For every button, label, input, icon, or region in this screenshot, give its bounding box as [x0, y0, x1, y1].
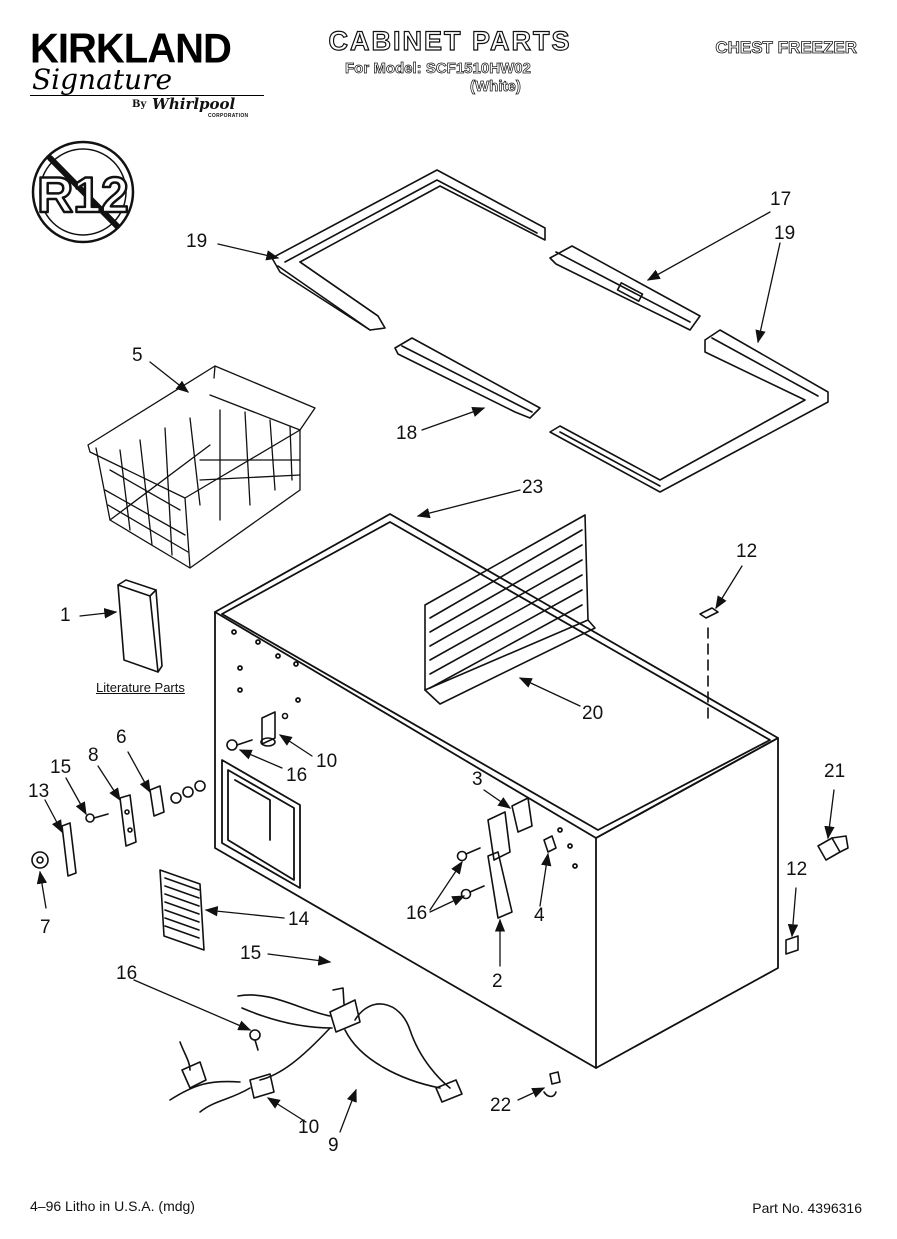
lid-divider-18 — [394, 337, 541, 419]
lid-gasket-frame-lower — [549, 329, 829, 493]
switch-parts — [31, 780, 206, 877]
lid-gasket-frame-upper — [271, 169, 546, 331]
callout-17: 17 — [770, 189, 792, 210]
leveling-leg-22 — [543, 1071, 561, 1098]
callout-22: 22 — [490, 1095, 512, 1116]
callout-12-top: 12 — [736, 541, 758, 562]
literature-booklet — [117, 579, 163, 673]
callout-23: 23 — [522, 477, 544, 498]
brand-logo: KIRKLAND Signature By Whirlpool CORPORAT… — [30, 28, 270, 123]
callout-14: 14 — [288, 909, 310, 930]
brand-by: By — [132, 99, 147, 110]
callout-13: 13 — [28, 781, 50, 802]
callout-16-top: 16 — [286, 765, 308, 786]
callout-16-hinge: 16 — [406, 903, 428, 924]
brand-rule — [30, 95, 264, 96]
callout-8: 8 — [88, 745, 99, 766]
callout-10-top: 10 — [316, 751, 338, 772]
thermostat-top — [226, 711, 289, 751]
callout-18: 18 — [396, 423, 418, 444]
label-12-top — [699, 607, 719, 619]
callout-2: 2 — [492, 971, 503, 992]
callout-9: 9 — [328, 1135, 339, 1156]
hinge-assembly — [456, 797, 557, 919]
callout-6: 6 — [116, 727, 127, 748]
leader-lines — [36, 211, 835, 1133]
no-r12-badge: R12 — [31, 140, 135, 244]
callout-21: 21 — [824, 761, 846, 782]
brand-name: KIRKLAND — [30, 25, 232, 73]
callout-12-side: 12 — [786, 859, 808, 880]
brand-maker: Whirlpool — [152, 95, 236, 113]
part-number: Part No. 4396316 — [752, 1200, 862, 1216]
callout-15-left: 15 — [50, 757, 72, 778]
product-type: CHEST FREEZER — [715, 38, 857, 58]
callout-7: 7 — [40, 917, 51, 938]
power-cord-plug-21 — [817, 835, 849, 861]
brand-signature: Signature — [32, 63, 173, 96]
literature-parts-label: Literature Parts — [96, 680, 185, 695]
callout-19-lower: 19 — [774, 223, 796, 244]
lid-divider-17 — [549, 245, 701, 331]
model-line: For Model: SCF1510HW02 — [345, 60, 532, 78]
color-line: (White) — [470, 78, 522, 96]
brand-corporation: CORPORATION — [208, 113, 249, 119]
vent-grille — [159, 869, 205, 951]
cabinet-divider-20 — [424, 514, 596, 705]
wiring-harness — [169, 987, 463, 1113]
callout-3: 3 — [472, 769, 483, 790]
callout-20: 20 — [582, 703, 604, 724]
callout-1: 1 — [60, 605, 71, 626]
callout-10-bottom: 10 — [298, 1117, 320, 1138]
label-12-side — [785, 935, 799, 955]
callout-5: 5 — [132, 345, 143, 366]
freezer-cabinet — [214, 513, 779, 1069]
page-title: CABINET PARTS — [328, 25, 572, 56]
callout-15-bottom: 15 — [240, 943, 262, 964]
callout-16-bottom: 16 — [116, 963, 138, 984]
callout-4: 4 — [534, 905, 545, 926]
wire-basket — [87, 365, 316, 569]
badge-text: R12 — [37, 167, 129, 223]
print-info: 4–96 Litho in U.S.A. (mdg) — [30, 1198, 195, 1214]
callout-19-upper: 19 — [186, 231, 208, 252]
